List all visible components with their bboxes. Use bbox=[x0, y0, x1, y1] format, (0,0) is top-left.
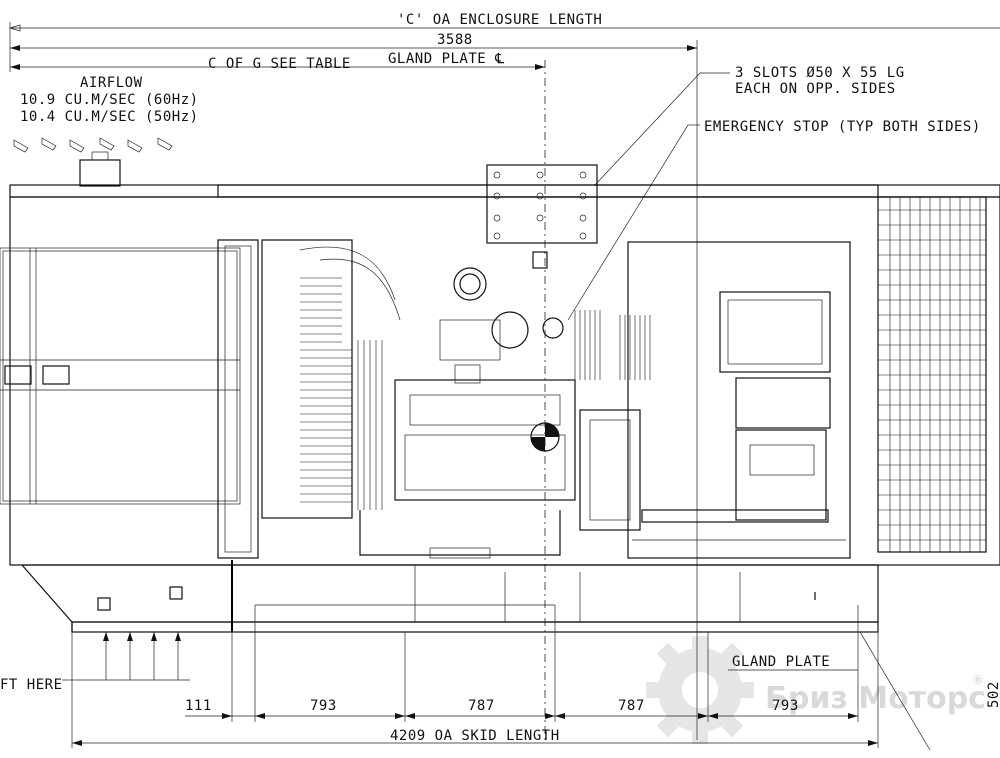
watermark-registered: ® bbox=[972, 673, 984, 687]
slots-line1: 3 SLOTS Ø50 X 55 LG bbox=[735, 65, 905, 81]
watermark-gear-icon bbox=[646, 636, 754, 744]
gland-plate-top bbox=[486, 164, 598, 269]
c-of-g-label: C OF G SEE TABLE bbox=[208, 56, 351, 72]
radiator bbox=[217, 239, 383, 559]
dim-793-left: 793 bbox=[310, 698, 337, 714]
top-dimensions bbox=[8, 22, 1000, 740]
dim-3588: 3588 bbox=[437, 32, 473, 48]
lift-arrows bbox=[62, 632, 190, 681]
lift-here-label: FT HERE bbox=[0, 677, 63, 693]
dim-111: 111 bbox=[185, 698, 212, 714]
enclosure-length-label: 'C' OA ENCLOSURE LENGTH bbox=[397, 12, 602, 28]
dim-793-right: 793 bbox=[772, 698, 799, 714]
airflow-60hz: 10.9 CU.M/SEC (60Hz) bbox=[20, 92, 199, 108]
airflow-50hz: 10.4 CU.M/SEC (50Hz) bbox=[20, 109, 199, 125]
outlet-grille bbox=[877, 196, 987, 553]
edge-dim-value: 502 bbox=[986, 681, 1000, 708]
engine bbox=[299, 246, 576, 559]
alternator-section bbox=[574, 310, 651, 531]
airflow-arrows bbox=[13, 137, 173, 153]
airflow-title: AIRFLOW bbox=[80, 75, 143, 91]
emergency-stop-label: EMERGENCY STOP (TYP BOTH SIDES) bbox=[704, 119, 981, 135]
left-door bbox=[0, 247, 241, 505]
enclosure bbox=[9, 151, 1000, 566]
dim-787-mid: 787 bbox=[468, 698, 495, 714]
watermark-text: Бриз Моторс bbox=[765, 681, 986, 716]
slots-line2: EACH ON OPP. SIDES bbox=[735, 81, 896, 97]
gland-plate-label: GLAND PLATE bbox=[732, 654, 830, 670]
skid-length-label: 4209 OA SKID LENGTH bbox=[390, 728, 560, 744]
dim-787-right: 787 bbox=[618, 698, 645, 714]
bottom-dimensions bbox=[71, 605, 931, 751]
callout-leaders bbox=[567, 72, 730, 321]
skid-base bbox=[21, 560, 879, 633]
control-panel bbox=[627, 241, 851, 559]
gland-plate-cl-label: GLAND PLATE ℄ bbox=[388, 51, 505, 67]
